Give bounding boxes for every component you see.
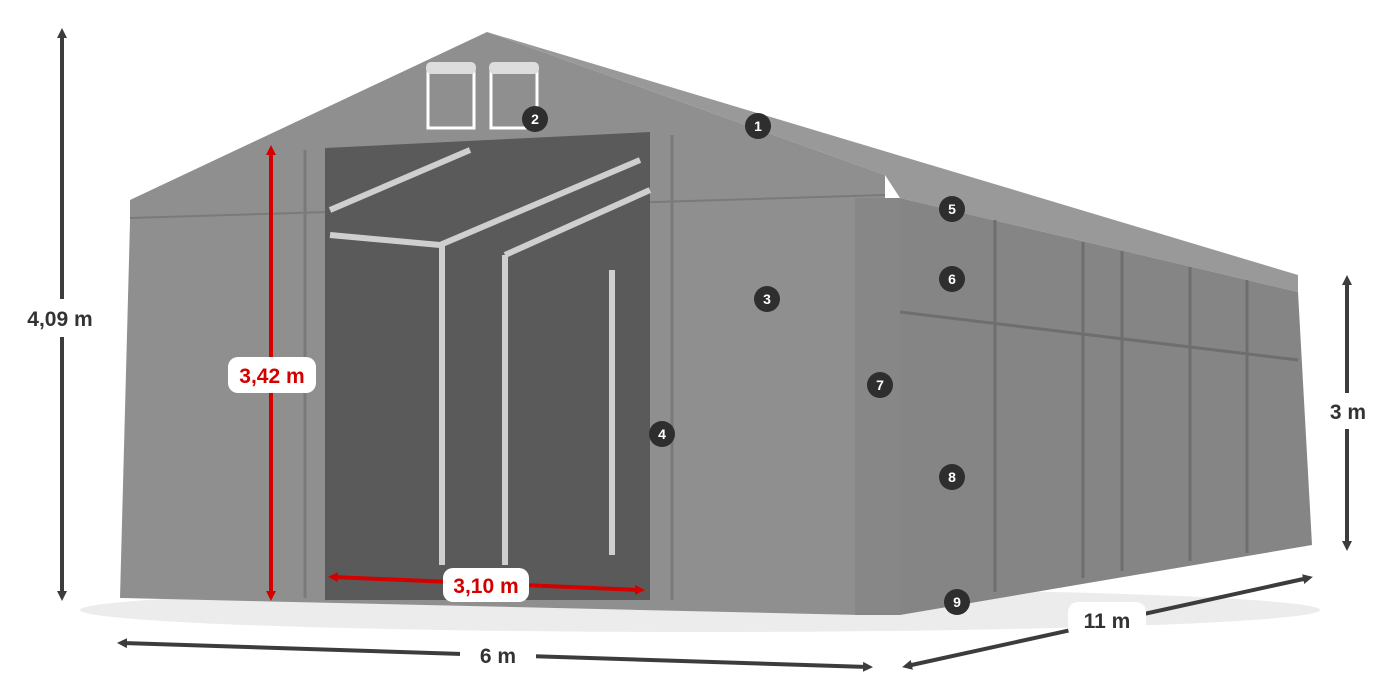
svg-text:3,42 m: 3,42 m [239,365,304,388]
label-width: 6 m [460,637,536,673]
svg-text:2: 2 [531,111,539,127]
svg-text:3 m: 3 m [1330,401,1366,424]
label-side-height: 3 m [1312,393,1384,429]
marker-7: 7 [867,372,893,398]
svg-text:6: 6 [948,271,956,287]
marker-4: 4 [649,421,675,447]
label-total-height: 4,09 m [12,299,108,337]
corner-column [855,198,900,615]
label-door-height: 3,42 m [228,357,316,393]
marker-1: 1 [745,113,771,139]
marker-3: 3 [754,286,780,312]
marker-6: 6 [939,266,965,292]
svg-text:3: 3 [763,291,771,307]
side-roof [487,32,1298,292]
side-wall [900,198,1312,615]
svg-text:11 m: 11 m [1084,610,1131,633]
door-opening [325,132,650,600]
marker-5: 5 [939,196,965,222]
svg-text:3,10 m: 3,10 m [453,575,518,598]
label-length: 11 m [1068,602,1146,638]
svg-text:6 m: 6 m [480,645,516,668]
svg-text:7: 7 [876,377,884,393]
side-wall-panels [899,220,1299,592]
svg-text:4,09 m: 4,09 m [27,308,92,331]
svg-text:4: 4 [658,426,666,442]
marker-2: 2 [522,106,548,132]
gable-windows [426,62,539,130]
svg-text:8: 8 [948,469,956,485]
interior-frame [328,147,652,565]
svg-text:9: 9 [953,594,961,610]
marker-8: 8 [939,464,965,490]
label-door-width: 3,10 m [443,568,529,602]
marker-9: 9 [944,589,970,615]
svg-text:5: 5 [948,201,956,217]
svg-text:1: 1 [754,118,762,134]
